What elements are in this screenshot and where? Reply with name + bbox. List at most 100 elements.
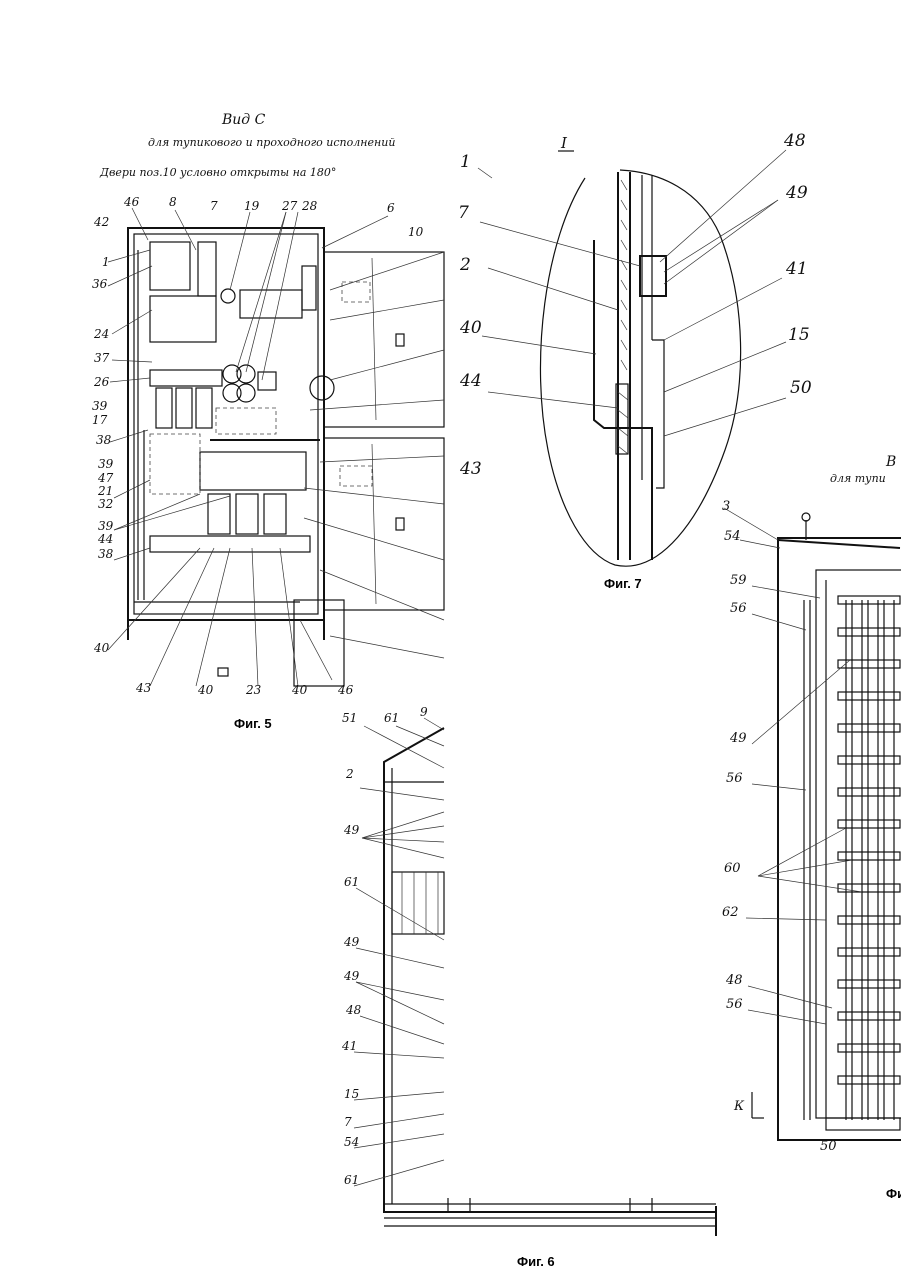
- fig6-label-2: 2: [345, 767, 354, 781]
- bus-bar-row-1: [150, 370, 222, 386]
- control-module: [216, 408, 276, 434]
- fig8-label-48: 48: [725, 973, 743, 988]
- fig8-label-56c: 56: [726, 997, 743, 1012]
- fig6-label-49-a: 49: [343, 823, 360, 837]
- fig5-label-10: 10: [408, 225, 424, 239]
- fig5-label-46-bottom: 46: [337, 683, 354, 697]
- fig8-inner: [816, 570, 901, 1118]
- lower-door: [324, 438, 444, 610]
- fig7-header: I: [560, 134, 568, 152]
- fig5-label-32: 32: [98, 497, 113, 511]
- fig5-label-39b: 39: [98, 457, 114, 471]
- fig8-top-edge: [778, 540, 900, 548]
- fig5-label-7: 7: [210, 199, 218, 213]
- cabinet-base: [294, 600, 344, 686]
- fig7-leaders: [478, 150, 786, 436]
- fig5-label-28: 28: [301, 199, 318, 213]
- fig7-label-43: 43: [459, 459, 482, 479]
- fig5-label-37: 37: [94, 351, 110, 365]
- fig8-label-56b: 56: [726, 771, 743, 786]
- fig8-label-50: 50: [820, 1139, 837, 1154]
- fig5-label-38b: 38: [98, 547, 114, 561]
- meter-1: [223, 365, 241, 383]
- relay-panel: [240, 290, 302, 318]
- fig6-label-54: 54: [344, 1135, 359, 1149]
- fig5-label-6: 6: [387, 201, 395, 215]
- fig5-label-46-top: 46: [123, 195, 140, 209]
- cabinet-inner-frame: [134, 234, 318, 614]
- figure-5: Вид С для тупикового и проходного исполн…: [92, 112, 444, 731]
- fig7-label-49: 49: [785, 183, 808, 203]
- small-box: [218, 668, 228, 676]
- lower-door-lock: [396, 518, 404, 530]
- lower-fuse-1: [208, 494, 230, 534]
- fig5-label-43: 43: [135, 681, 152, 695]
- fig5-label-21: 21: [97, 484, 113, 498]
- fig7-detail-ellipse: [540, 170, 740, 566]
- fig8-bottom-terminals: [826, 1118, 900, 1130]
- meter-3: [223, 384, 241, 402]
- fig5-label-24: 24: [93, 327, 109, 341]
- fig8-subtitle: для тупи: [830, 472, 886, 485]
- lower-fuse-3: [264, 494, 286, 534]
- fuse-1: [156, 388, 172, 428]
- meter-4: [237, 384, 255, 402]
- fig6-label-15: 15: [344, 1087, 359, 1101]
- fig8-title: В: [885, 454, 896, 470]
- fig6-label-7: 7: [344, 1115, 352, 1129]
- fig5-label-17: 17: [92, 413, 108, 427]
- fig6-label-51: 51: [342, 711, 357, 725]
- fig5-label-8: 8: [169, 195, 177, 209]
- fig6-label-41: 41: [341, 1039, 357, 1053]
- fig5-label-39a: 39: [92, 399, 108, 413]
- terminal-row: [150, 536, 310, 552]
- fig5-label-38a: 38: [96, 433, 112, 447]
- fig6-outline: [384, 728, 716, 1212]
- upper-door-handle-outline: [342, 282, 370, 302]
- meter-2: [237, 365, 255, 383]
- terminal-strip-top: [302, 266, 316, 310]
- fig5-label-39c: 39: [98, 519, 114, 533]
- main-breaker: [150, 296, 216, 342]
- fig7-label-48: 48: [783, 131, 806, 151]
- fig5-note: Двери поз.10 условно открыты на 180°: [99, 166, 336, 179]
- fig8-label-54: 54: [724, 529, 741, 544]
- fig8-lift-ring: [802, 513, 810, 521]
- fig7-label-41: 41: [785, 259, 808, 279]
- fig5-label-47: 47: [97, 471, 114, 485]
- fig7-caption: Фиг. 7: [604, 576, 642, 591]
- fig7-profile: [652, 340, 664, 488]
- fig8-leaders: [724, 508, 862, 1118]
- top-left-block: [150, 242, 190, 290]
- fig7-label-7: 7: [458, 203, 469, 223]
- lower-fuse-2: [236, 494, 258, 534]
- fig8-label-56a: 56: [730, 601, 747, 616]
- fig5-label-42: 42: [93, 215, 109, 229]
- fig5-subtitle: для тупикового и проходного исполнений: [148, 136, 395, 149]
- figure-8-partial: В для тупи: [722, 454, 901, 1201]
- fig5-label-44: 44: [97, 532, 113, 546]
- figure-6: 51 61 9 2 49 61 49 49 48 41 15 7 54 61 Ф…: [341, 705, 716, 1269]
- fig5-label-40-bottom-b: 40: [291, 683, 308, 697]
- fig5-title: Вид С: [221, 112, 266, 128]
- fig8-label-62: 62: [722, 905, 739, 920]
- fig5-label-40: 40: [93, 641, 110, 655]
- left-side-bus: [150, 434, 200, 494]
- fig6-caption: Фиг. 6: [517, 1254, 555, 1269]
- fig5-label-23: 23: [245, 683, 262, 697]
- fig7-label-1: 1: [460, 152, 471, 172]
- cabinet-frame: [128, 228, 324, 620]
- fig7-label-44: 44: [459, 371, 482, 391]
- fig8-label-3: 3: [722, 499, 730, 514]
- fig6-label-49-b: 49: [343, 935, 360, 949]
- fig5-label-36: 36: [92, 277, 108, 291]
- fig7-cover-plate: [594, 240, 652, 560]
- fuse-2: [176, 388, 192, 428]
- fig8-label-59: 59: [730, 573, 747, 588]
- fuse-3: [196, 388, 212, 428]
- upper-door-seam: [372, 258, 376, 420]
- fig6-label-61-mid: 61: [344, 875, 359, 889]
- fig5-label-40-bottom-a: 40: [197, 683, 214, 697]
